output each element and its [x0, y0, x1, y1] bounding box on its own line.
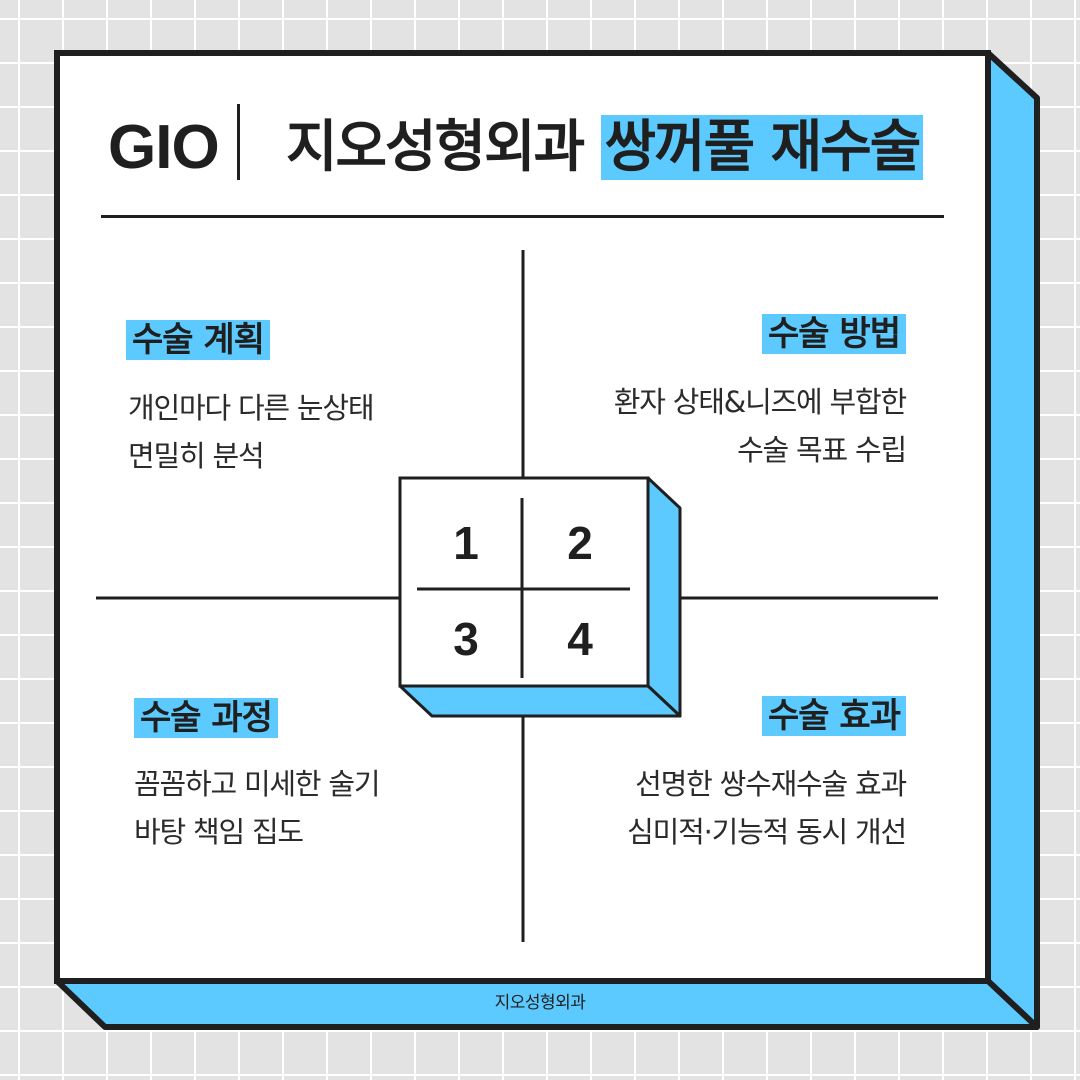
section-method-line-1: 환자 상태&니즈에 부합한	[613, 385, 907, 419]
section-effect-line-2: 심미적·기능적 동시 개선	[627, 815, 907, 849]
board-side-face	[985, 50, 1040, 1030]
section-method-title: 수술 방법	[762, 314, 906, 354]
section-effect-title: 수술 효과	[762, 696, 906, 736]
title-clinic-name: 지오성형외과	[286, 115, 585, 180]
center-box-bottom	[398, 684, 682, 718]
section-process-line-2: 바탕 책임 집도	[134, 815, 304, 849]
section-effect-text: 선명한 쌍수재수술 효과 심미적·기능적 동시 개선	[627, 760, 907, 856]
title-highlight: 쌍꺼풀 재수술	[600, 115, 924, 180]
brand-logo: GIO	[108, 113, 220, 182]
section-process: 수술 과정	[134, 694, 278, 742]
section-plan-title: 수술 계획	[126, 320, 270, 360]
center-box-face	[398, 476, 650, 688]
section-plan: 수술 계획	[126, 316, 270, 364]
header-rule	[101, 215, 944, 218]
section-method-line-2: 수술 목표 수립	[737, 433, 907, 467]
grid-number-3: 3	[453, 613, 479, 665]
grid-number-2: 2	[567, 517, 593, 569]
section-method-text: 환자 상태&니즈에 부합한 수술 목표 수립	[613, 378, 907, 474]
section-process-title: 수술 과정	[134, 698, 278, 738]
section-plan-text: 개인마다 다른 눈상태 면밀히 분석	[128, 384, 375, 480]
center-box-side	[646, 476, 682, 718]
section-effect-line-1: 선명한 쌍수재수술 효과	[635, 767, 907, 801]
section-process-line-1: 꼼꼼하고 미세한 술기	[134, 767, 381, 801]
section-effect: 수술 효과	[762, 692, 906, 740]
page-title: 지오성형외과 쌍꺼풀 재수술	[286, 110, 924, 186]
section-plan-line-1: 개인마다 다른 눈상태	[128, 391, 375, 425]
section-method: 수술 방법	[762, 310, 906, 358]
section-plan-line-2: 면밀히 분석	[128, 439, 265, 473]
footer-clinic-name: 지오성형외과	[494, 993, 586, 1013]
section-process-text: 꼼꼼하고 미세한 술기 바탕 책임 집도	[134, 760, 381, 856]
grid-number-4: 4	[567, 613, 593, 665]
header-divider	[237, 104, 240, 180]
grid-number-1: 1	[453, 517, 479, 569]
